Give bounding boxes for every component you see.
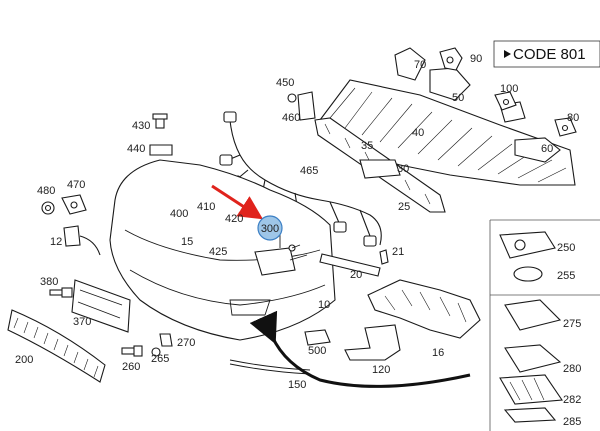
grille-200 [7, 309, 106, 383]
bracket-90 [439, 47, 463, 71]
grille-280 [504, 344, 562, 373]
callout-275: 275 [563, 318, 581, 330]
side-panel [489, 219, 600, 431]
reinforcement [314, 117, 446, 213]
sensor-80 [554, 117, 577, 137]
callout-labels: 90 70 50 100 80 40 60 30 35 25 450 460 4… [15, 53, 581, 428]
highlight-bubble: 300 [257, 215, 283, 241]
curved-arrow-icon [249, 310, 471, 388]
trim-250 [499, 231, 556, 259]
callout-10: 10 [318, 299, 330, 311]
callout-440: 440 [127, 143, 145, 155]
grille-282 [499, 374, 563, 405]
callout-400: 400 [170, 208, 188, 220]
callout-370: 370 [73, 316, 91, 328]
callout-30: 30 [397, 163, 409, 175]
nut-265 [151, 347, 161, 357]
highlight-number: 300 [261, 223, 279, 235]
callout-12: 12 [50, 236, 62, 248]
callout-280: 280 [563, 363, 581, 375]
callout-25: 25 [398, 201, 410, 213]
callout-420: 420 [225, 213, 243, 225]
callout-500: 500 [308, 345, 326, 357]
red-arrow-icon [211, 184, 264, 220]
lamp-275 [504, 299, 562, 331]
callout-60: 60 [541, 143, 553, 155]
callout-425: 425 [209, 246, 227, 258]
license-plate-370 [71, 279, 131, 333]
bracket-460 [287, 91, 316, 121]
bracket-12 [63, 225, 101, 256]
callout-80: 80 [567, 112, 579, 124]
callout-265: 265 [151, 353, 169, 365]
bracket-500 [304, 329, 331, 346]
callout-450: 450 [276, 77, 294, 89]
code-label: CODE 801 [513, 46, 586, 63]
callout-50: 50 [452, 92, 464, 104]
callout-250: 250 [557, 242, 575, 254]
callout-480: 480 [37, 185, 55, 197]
play-arrow-icon [504, 50, 511, 58]
callout-260: 260 [122, 361, 140, 373]
callout-465: 465 [300, 165, 318, 177]
part-300 [254, 244, 301, 276]
air-duct-120 [344, 324, 401, 361]
callout-460: 460 [282, 112, 300, 124]
bumper-cover [109, 159, 336, 341]
sensor-100 [494, 91, 517, 111]
callout-430: 430 [132, 120, 150, 132]
grommet-480 [41, 201, 55, 215]
callout-282: 282 [563, 394, 581, 406]
callout-40: 40 [412, 127, 424, 139]
callout-255: 255 [557, 270, 575, 282]
bolt-380 [49, 287, 73, 298]
callout-70: 70 [414, 59, 426, 71]
callout-150: 150 [288, 379, 306, 391]
screw-21 [379, 249, 389, 265]
bolt-260 [121, 345, 143, 357]
callout-410: 410 [197, 201, 215, 213]
sensor-470 [61, 194, 87, 215]
callout-100: 100 [500, 83, 518, 95]
code-box: CODE 801 [493, 40, 600, 68]
callout-35: 35 [361, 140, 373, 152]
bolt-430 [152, 113, 168, 129]
callout-120: 120 [372, 364, 390, 376]
callout-380: 380 [40, 276, 58, 288]
callout-90: 90 [470, 53, 482, 65]
side-bracket-16 [367, 279, 481, 339]
ring-255 [513, 266, 543, 282]
callout-21: 21 [392, 246, 404, 258]
callout-20: 20 [350, 269, 362, 281]
callout-470: 470 [67, 179, 85, 191]
callout-270: 270 [177, 337, 195, 349]
strip-285 [503, 407, 557, 423]
strip-20 [319, 253, 381, 277]
clip-440 [149, 144, 173, 156]
callout-16: 16 [432, 347, 444, 359]
callout-200: 200 [15, 354, 33, 366]
callout-285: 285 [563, 416, 581, 428]
callout-15: 15 [181, 236, 193, 248]
clip-270 [159, 333, 173, 347]
